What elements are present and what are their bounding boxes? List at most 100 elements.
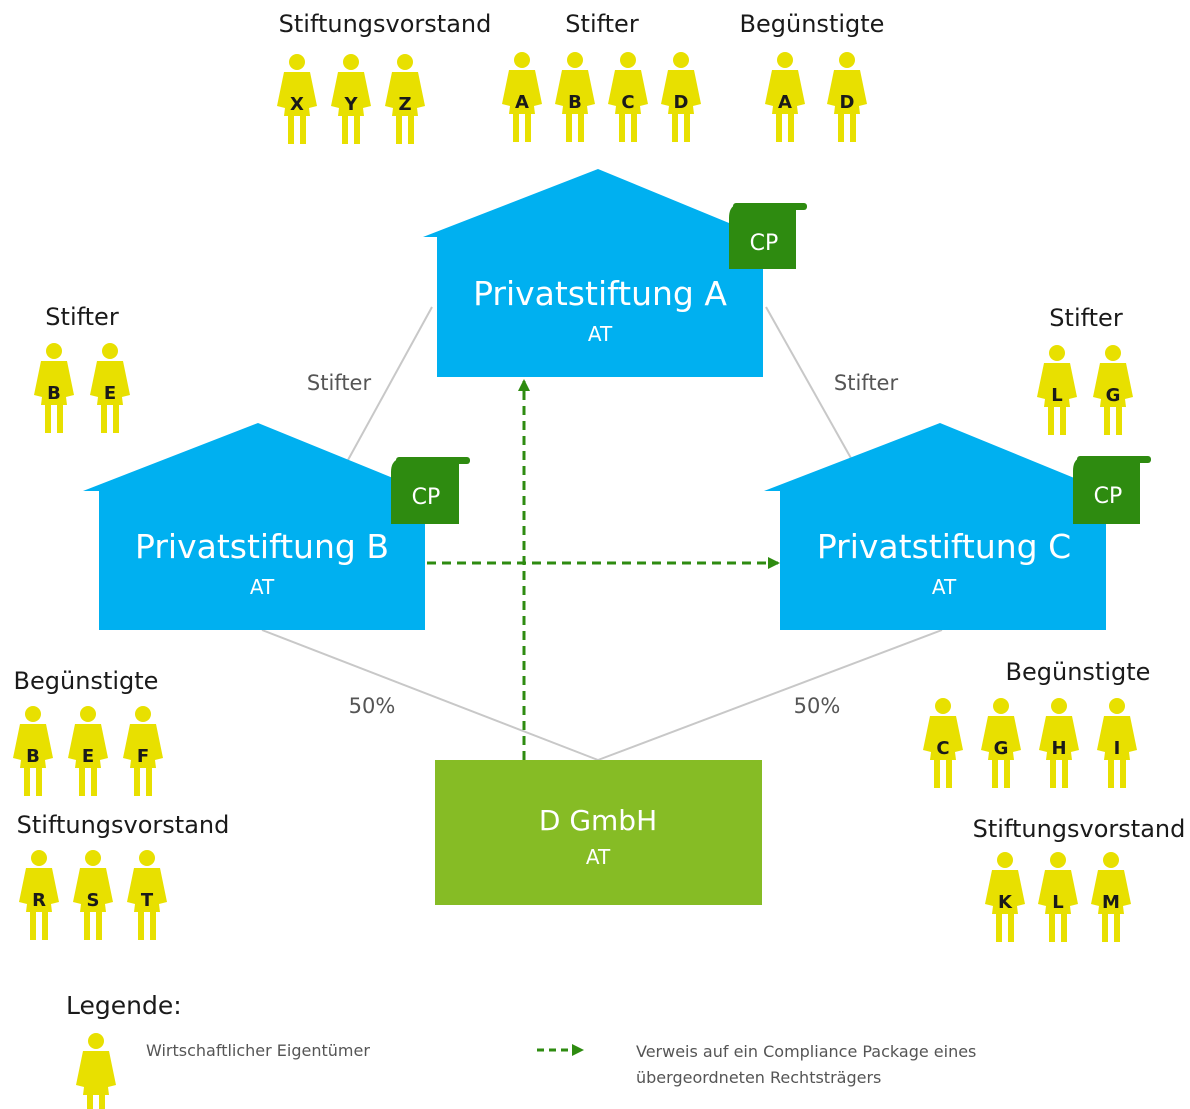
person-body-icon — [34, 361, 74, 433]
person-head-icon — [514, 52, 530, 68]
person-head-icon — [135, 706, 151, 722]
person-body-icon — [68, 724, 108, 796]
person-body-icon — [765, 70, 805, 142]
person-head-icon — [80, 706, 96, 722]
person-letter: Y — [343, 94, 358, 115]
person-head-icon — [993, 698, 1009, 714]
group-label-b-board: Stiftungsvorstand — [17, 811, 230, 839]
company-d: D GmbH AT — [435, 760, 762, 905]
person-head-icon — [31, 850, 47, 866]
person-body-icon — [13, 724, 53, 796]
edge-label-c-to-d: 50% — [794, 694, 841, 718]
person-letter: C — [936, 738, 949, 759]
person-head-icon — [673, 52, 689, 68]
person-body-icon — [1093, 363, 1133, 435]
foundation-b-name: Privatstiftung B — [135, 527, 389, 566]
person-a-board-x: X — [277, 54, 317, 144]
person-letter: A — [778, 92, 792, 113]
person-a-founders-d: D — [661, 52, 701, 142]
person-letter: L — [1052, 892, 1063, 913]
person-b-beneficiaries-f: F — [123, 706, 163, 796]
edge-label-b-to-a: Stifter — [307, 371, 372, 395]
person-letter: Z — [398, 94, 411, 115]
person-letter: B — [568, 92, 582, 113]
person-c-beneficiaries-i: I — [1097, 698, 1137, 788]
person-head-icon — [1109, 698, 1125, 714]
person-head-icon — [88, 1033, 104, 1049]
foundation-a: Privatstiftung A AT — [423, 169, 763, 377]
person-letter: S — [87, 890, 100, 911]
person-a-board-y: Y — [331, 54, 371, 144]
person-letter: D — [674, 92, 689, 113]
person-b-board-r: R — [19, 850, 59, 940]
compliance-package-a-label: CP — [750, 231, 779, 256]
person-body-icon — [123, 724, 163, 796]
foundation-a-country: AT — [588, 322, 613, 346]
person-letter: I — [1114, 738, 1121, 759]
scroll-icon — [1073, 458, 1146, 524]
connector-b-to-d — [261, 629, 599, 761]
person-b-board-s: S — [73, 850, 113, 940]
person-body-icon — [1091, 870, 1131, 942]
person-body-icon — [90, 361, 130, 433]
person-head-icon — [397, 54, 413, 70]
company-d-country: AT — [586, 845, 611, 869]
person-body-icon — [1097, 716, 1137, 788]
scroll-icon — [729, 205, 802, 269]
person-head-icon — [1105, 345, 1121, 361]
person-letter: E — [104, 383, 116, 404]
person-a-board-z: Z — [385, 54, 425, 144]
person-body-icon — [385, 72, 425, 144]
person-body-icon — [277, 72, 317, 144]
person-c-founders-l: L — [1037, 345, 1077, 435]
group-label-c-beneficiaries: Begünstigte — [1006, 658, 1151, 686]
company-d-name: D GmbH — [539, 804, 657, 837]
person-c-beneficiaries-h: H — [1039, 698, 1079, 788]
person-b-board-t: T — [127, 850, 167, 940]
person-head-icon — [839, 52, 855, 68]
person-letter: L — [1051, 385, 1062, 406]
person-letter: B — [47, 383, 61, 404]
person-head-icon — [935, 698, 951, 714]
person-letter: A — [515, 92, 529, 113]
person-c-board-k: K — [985, 852, 1025, 942]
legend-person-label: Wirtschaftlicher Eigentümer — [146, 1041, 370, 1060]
group-label-b-beneficiaries: Begünstigte — [14, 667, 159, 695]
foundation-c-country: AT — [932, 575, 957, 599]
scroll-rim-icon — [733, 203, 807, 210]
person-a-founders-b: B — [555, 52, 595, 142]
person-body-icon — [923, 716, 963, 788]
foundation-b-house — [83, 423, 425, 630]
foundation-a-house — [423, 169, 763, 377]
person-letter: F — [137, 746, 149, 767]
person-head-icon — [85, 850, 101, 866]
connector-c-to-d — [597, 629, 943, 761]
edge-label-b-to-d: 50% — [349, 694, 396, 718]
person-c-founders-g: G — [1093, 345, 1133, 435]
person-head-icon — [1103, 852, 1119, 868]
person-head-icon — [289, 54, 305, 70]
person-b-founders-b: B — [34, 343, 74, 433]
compliance-package-c-label: CP — [1094, 484, 1123, 509]
person-head-icon — [343, 54, 359, 70]
person-a-founders-c: C — [608, 52, 648, 142]
group-label-a-board: Stiftungsvorstand — [279, 10, 492, 38]
person-c-board-l: L — [1038, 852, 1078, 942]
person-letter: D — [840, 92, 855, 113]
person-body-icon — [1038, 870, 1078, 942]
person-body-icon — [19, 868, 59, 940]
person-head-icon — [1050, 852, 1066, 868]
compliance-package-c: CP — [1073, 456, 1151, 524]
compliance-package-a: CP — [729, 203, 807, 269]
person-head-icon — [25, 706, 41, 722]
scroll-rim-icon — [1077, 456, 1151, 463]
person-letter: T — [141, 890, 154, 911]
person-b-founders-e: E — [90, 343, 130, 433]
person-letter: R — [32, 890, 46, 911]
person-body-icon — [1037, 363, 1077, 435]
legend-arrow-label-line1: Verweis auf ein Compliance Package eines — [636, 1042, 976, 1061]
person-body-icon — [827, 70, 867, 142]
person-body-icon — [127, 868, 167, 940]
person-letter: H — [1051, 738, 1066, 759]
